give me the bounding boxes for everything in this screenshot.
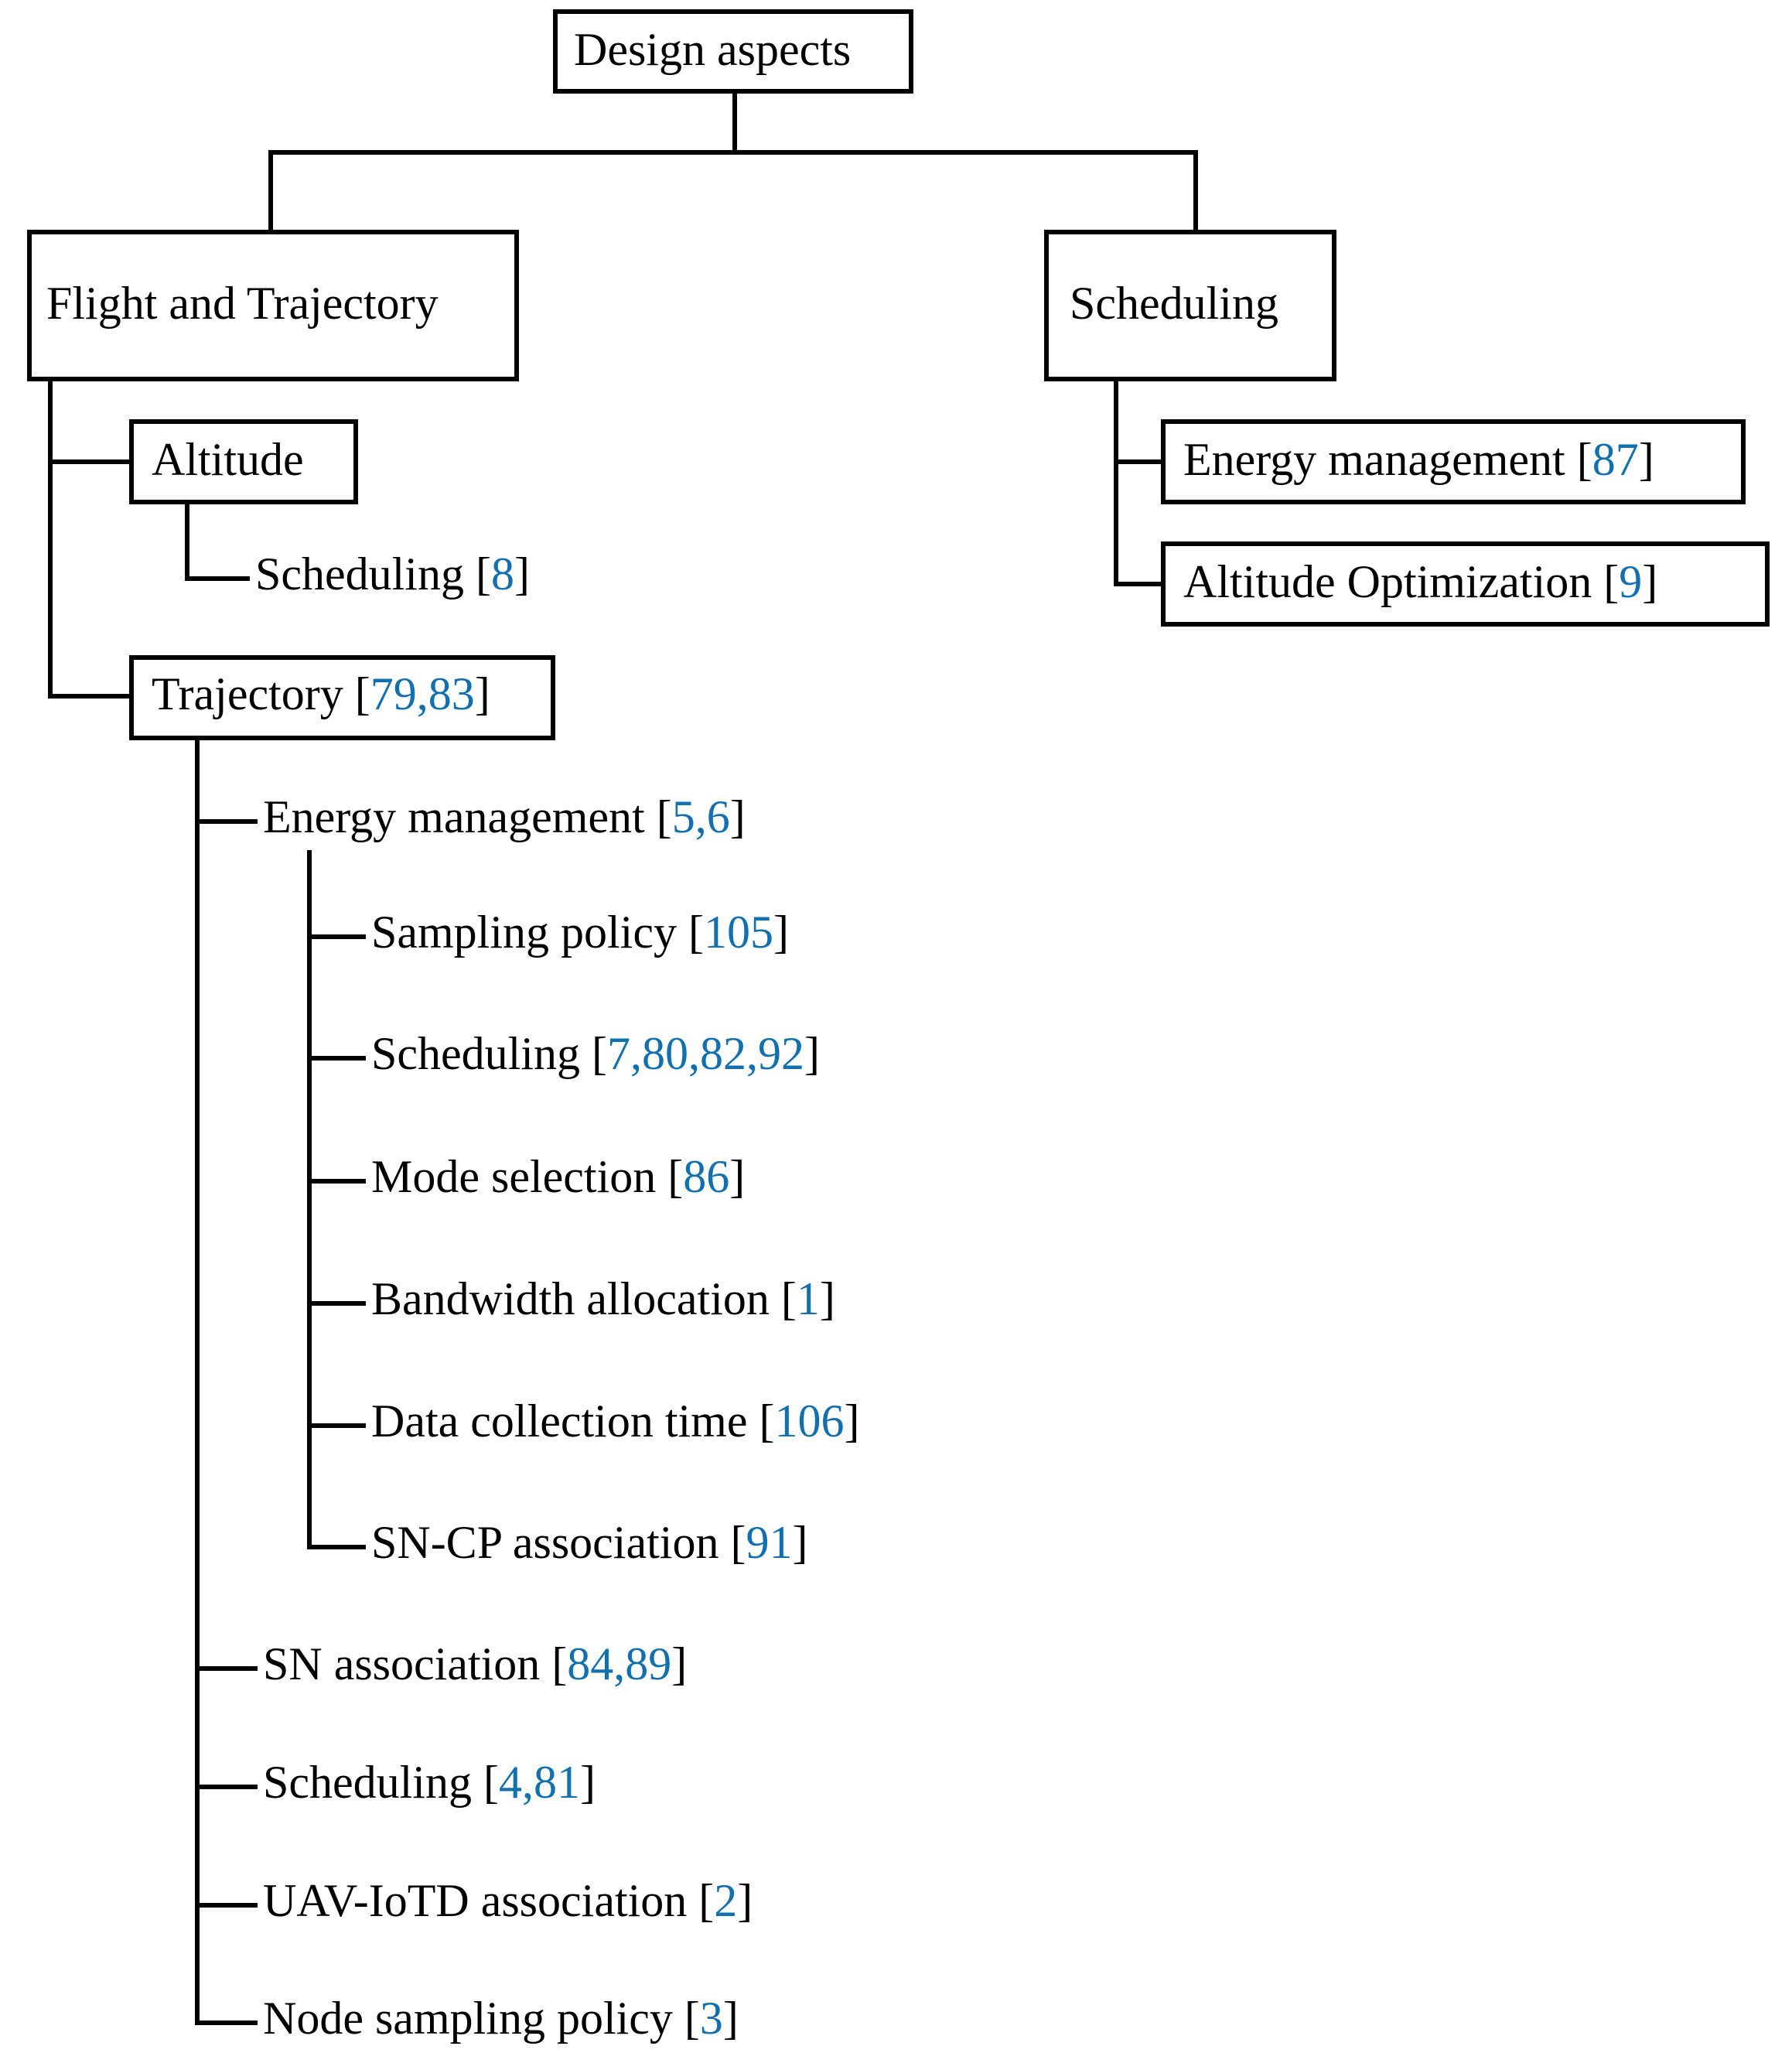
label-sched-energy-management: Energy management [87] xyxy=(1183,434,1654,485)
label-data-collection-time: Data collection time [106] xyxy=(371,1395,859,1447)
label-group: Design aspects Flight and Trajectory Sch… xyxy=(46,24,1657,2044)
label-uav-iotd-association: UAV-IoTD association [2] xyxy=(263,1875,753,1926)
box-sched-energy-management[interactable] xyxy=(1161,419,1746,504)
edge-altitude-to-scheduling xyxy=(185,500,250,581)
edge-group xyxy=(48,89,1198,2025)
label-scheduling-branch: Scheduling xyxy=(1070,278,1278,329)
box-altitude[interactable] xyxy=(129,419,358,504)
label-sn-association: SN association [84,89] xyxy=(263,1638,687,1689)
label-traj-scheduling: Scheduling [4,81] xyxy=(263,1757,596,1808)
box-root[interactable] xyxy=(553,9,913,94)
label-flight-and-trajectory: Flight and Trajectory xyxy=(46,278,439,329)
label-trajectory: Trajectory [79,83] xyxy=(152,668,490,719)
label-sampling-policy: Sampling policy [105] xyxy=(371,907,789,958)
box-sched-altitude-optimization[interactable] xyxy=(1161,541,1770,627)
label-bandwidth-allocation: Bandwidth allocation [1] xyxy=(371,1273,835,1324)
label-mode-selection: Mode selection [86] xyxy=(371,1151,745,1202)
box-flight-and-trajectory[interactable] xyxy=(27,230,519,381)
label-sn-cp-association: SN-CP association [91] xyxy=(371,1517,807,1568)
label-energy-management: Energy management [5,6] xyxy=(263,791,746,842)
label-node-sampling-policy: Node sampling policy [3] xyxy=(263,1993,739,2044)
box-scheduling-branch[interactable] xyxy=(1044,230,1336,381)
label-altitude-scheduling: Scheduling [8] xyxy=(255,548,530,599)
label-em-scheduling: Scheduling [7,80,82,92] xyxy=(371,1028,820,1079)
box-group xyxy=(27,9,1770,740)
label-altitude: Altitude xyxy=(152,434,304,485)
label-root: Design aspects xyxy=(574,24,851,75)
label-sched-altitude-optimization: Altitude Optimization [9] xyxy=(1183,556,1657,607)
box-trajectory[interactable] xyxy=(129,655,555,740)
